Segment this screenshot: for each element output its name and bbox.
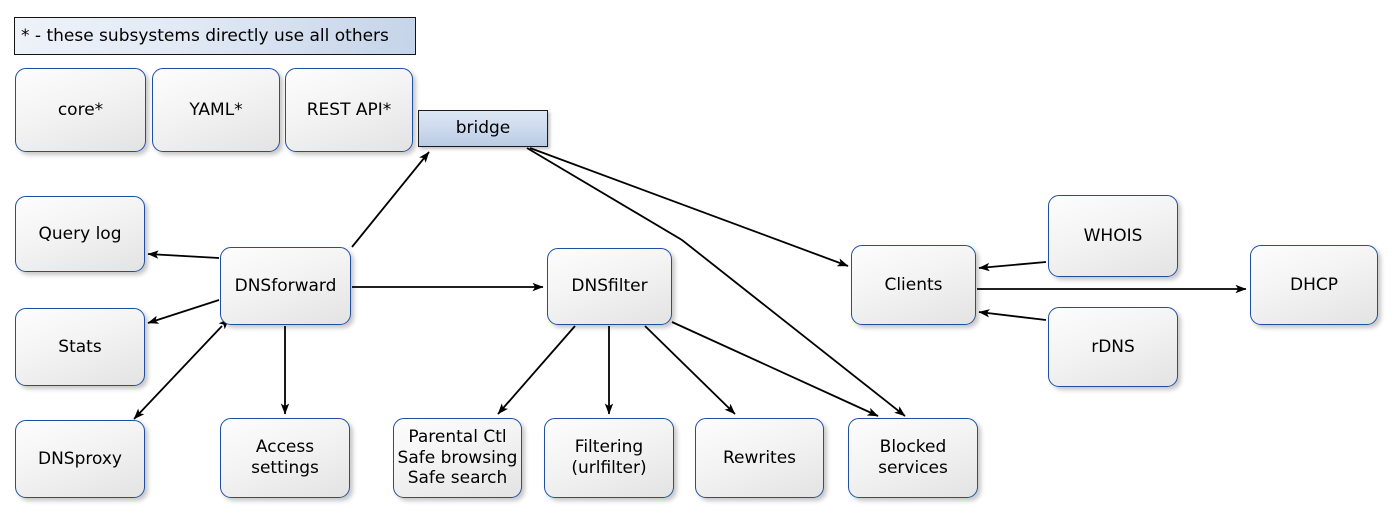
edge-dnsfilter-blocked [671,321,879,417]
legend-note: * - these subsystems directly use all ot… [14,17,416,55]
node-stats[interactable]: Stats [15,308,145,386]
edge-dnsforward-dnsproxy [133,318,230,420]
legend-note-text: * - these subsystems directly use all ot… [21,26,389,46]
node-label-stats: Stats [58,336,102,357]
node-label-restapi: REST API* [306,99,392,120]
edge-dnsforward-querylog [147,250,220,259]
node-clients[interactable]: Clients [851,245,976,325]
edge-whois-clients [978,261,1047,272]
node-label-yaml: YAML* [189,99,243,120]
node-label-core: core* [57,99,104,120]
node-label-dnsfilter: DNSfilter [571,276,648,297]
node-bridge[interactable]: bridge [418,110,548,147]
node-querylog[interactable]: Query log [15,196,145,272]
node-dnsproxy[interactable]: DNSproxy [15,420,145,498]
node-dnsfilter[interactable]: DNSfilter [547,248,672,325]
node-core[interactable]: core* [15,68,146,152]
node-label-whois: WHOIS [1083,225,1143,246]
node-label-dhcp: DHCP [1290,274,1338,295]
edge-dnsfilter-parental [497,325,576,415]
node-label-dnsforward: DNSforward [234,275,337,296]
node-label-rdns: rDNS [1091,336,1135,357]
edge-dnsforward-stats [147,299,220,324]
node-label-clients: Clients [884,274,943,295]
node-dhcp[interactable]: DHCP [1250,245,1378,325]
node-label-querylog: Query log [38,223,122,244]
edge-dnsforward-bridge [351,151,430,248]
node-rdns[interactable]: rDNS [1048,307,1178,387]
node-whois[interactable]: WHOIS [1048,195,1178,277]
node-yaml[interactable]: YAML* [152,68,280,152]
node-label-filtering: Filtering(urlfilter) [571,437,647,478]
edge-dnsfilter-rewrites [644,325,736,415]
node-restapi[interactable]: REST API* [285,68,413,152]
node-label-dnsproxy: DNSproxy [37,448,122,469]
node-label-rewrites: Rewrites [722,447,797,468]
edge-rdns-clients [978,309,1047,321]
node-dnsforward[interactable]: DNSforward [220,247,351,325]
node-rewrites[interactable]: Rewrites [695,418,824,498]
node-filtering[interactable]: Filtering(urlfilter) [544,418,674,498]
node-label-bridge: bridge [455,118,511,139]
